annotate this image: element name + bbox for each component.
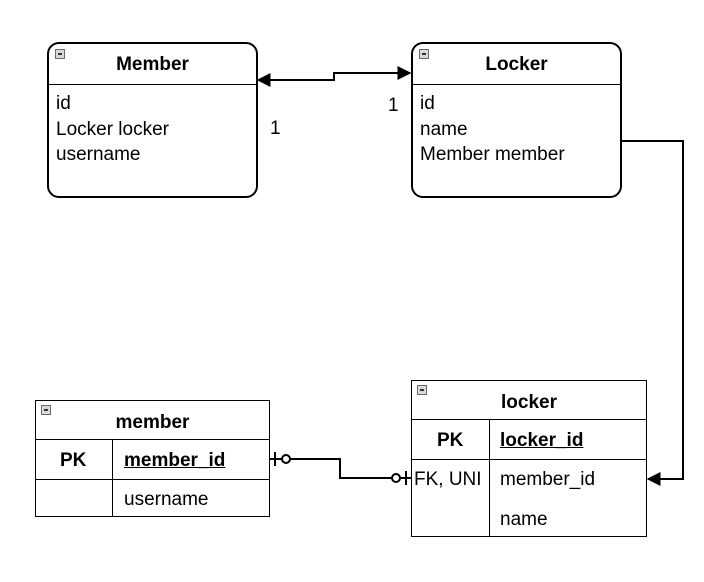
member-field-username: username <box>56 144 141 165</box>
member-end-circle <box>281 454 291 464</box>
locker-table-title: locker <box>501 392 557 413</box>
multiplicity-locker-side: 1 <box>388 95 399 116</box>
locker-field-member: Member member <box>420 144 565 165</box>
locker-entity-title: Locker <box>485 54 548 75</box>
locker-field-id: id <box>420 93 435 114</box>
locker-to-table-mapping-line <box>622 140 684 486</box>
collapse-icon[interactable] <box>417 385 427 395</box>
locker-entity[interactable]: Locker id name Member member <box>411 42 622 198</box>
locker-table-pk-divider <box>412 459 646 460</box>
member-field-id: id <box>56 93 71 114</box>
collapse-icon[interactable] <box>419 49 429 59</box>
member-entity-title: Member <box>116 54 189 75</box>
member-table[interactable]: member PK member_id username <box>35 400 270 517</box>
member-table-title: member <box>115 412 190 433</box>
locker-table-fk-label: FK, UNI <box>414 469 482 490</box>
locker-table-column-divider <box>489 419 490 536</box>
collapse-icon[interactable] <box>55 49 65 59</box>
collapse-icon[interactable] <box>41 405 51 415</box>
member-table-column-username: username <box>124 489 209 510</box>
member-locker-association-line <box>256 66 412 87</box>
member-table-column-divider <box>112 439 113 516</box>
locker-table-column-name: name <box>500 509 548 530</box>
member-locker-relation-line <box>270 458 412 479</box>
locker-table-pk-label: PK <box>437 430 464 451</box>
locker-field-name: name <box>420 119 468 140</box>
locker-table-header-divider <box>412 419 646 420</box>
member-table-pk-column: member_id <box>124 450 226 471</box>
member-table-pk-label: PK <box>60 450 87 471</box>
locker-table[interactable]: locker PK locker_id FK, UNI member_id na… <box>411 380 647 537</box>
member-table-pk-divider <box>36 479 269 480</box>
multiplicity-member-side: 1 <box>270 118 281 139</box>
member-table-header-divider <box>36 439 269 440</box>
member-entity[interactable]: Member id Locker locker username <box>47 42 258 198</box>
locker-entity-divider <box>413 84 620 85</box>
member-entity-divider <box>49 84 256 85</box>
locker-table-pk-column: locker_id <box>500 430 584 451</box>
locker-table-fk-column: member_id <box>500 469 596 490</box>
locker-end-circle <box>391 473 401 483</box>
member-field-locker: Locker locker <box>56 119 169 140</box>
